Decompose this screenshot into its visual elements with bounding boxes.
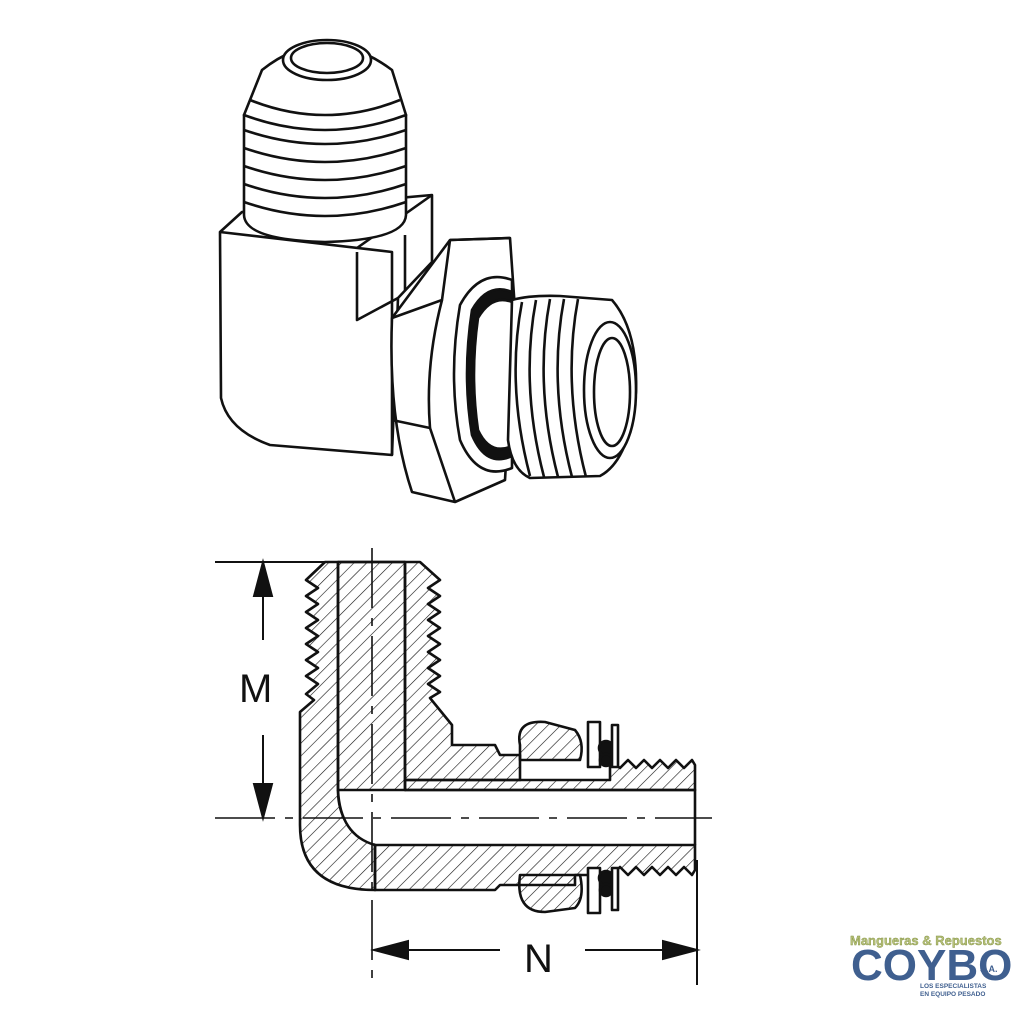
dimension-n-label: N [524, 937, 553, 981]
side-thread-grooves [514, 298, 588, 478]
logo-tagline-1: LOS ESPECIALISTAS [920, 983, 987, 990]
dimension-n: N [370, 860, 701, 985]
dimension-m: M [215, 558, 338, 822]
logo-brand: COYBO [851, 941, 1012, 990]
logo-suffix: S.A. [980, 964, 998, 974]
elbow-body [218, 193, 434, 457]
logo-top-text: Mangueras & Repuestos [850, 933, 1002, 948]
dimension-m-label: M [239, 667, 272, 711]
section-nut-lower [517, 873, 583, 914]
logo-tagline-2: EN EQUIPO PESADO [920, 991, 985, 998]
section-right-wall [403, 560, 522, 782]
centerlines [215, 548, 712, 985]
top-threaded-stem [242, 113, 408, 244]
section-view [298, 560, 697, 915]
top-thread-grooves [243, 128, 407, 218]
washer-lower [586, 866, 602, 915]
isometric-view [218, 38, 638, 504]
section-nut-upper [518, 720, 583, 762]
washer-upper [586, 720, 602, 769]
company-logo: Mangueras & Repuestos COYBO S.A. LOS ESP… [850, 933, 1013, 998]
